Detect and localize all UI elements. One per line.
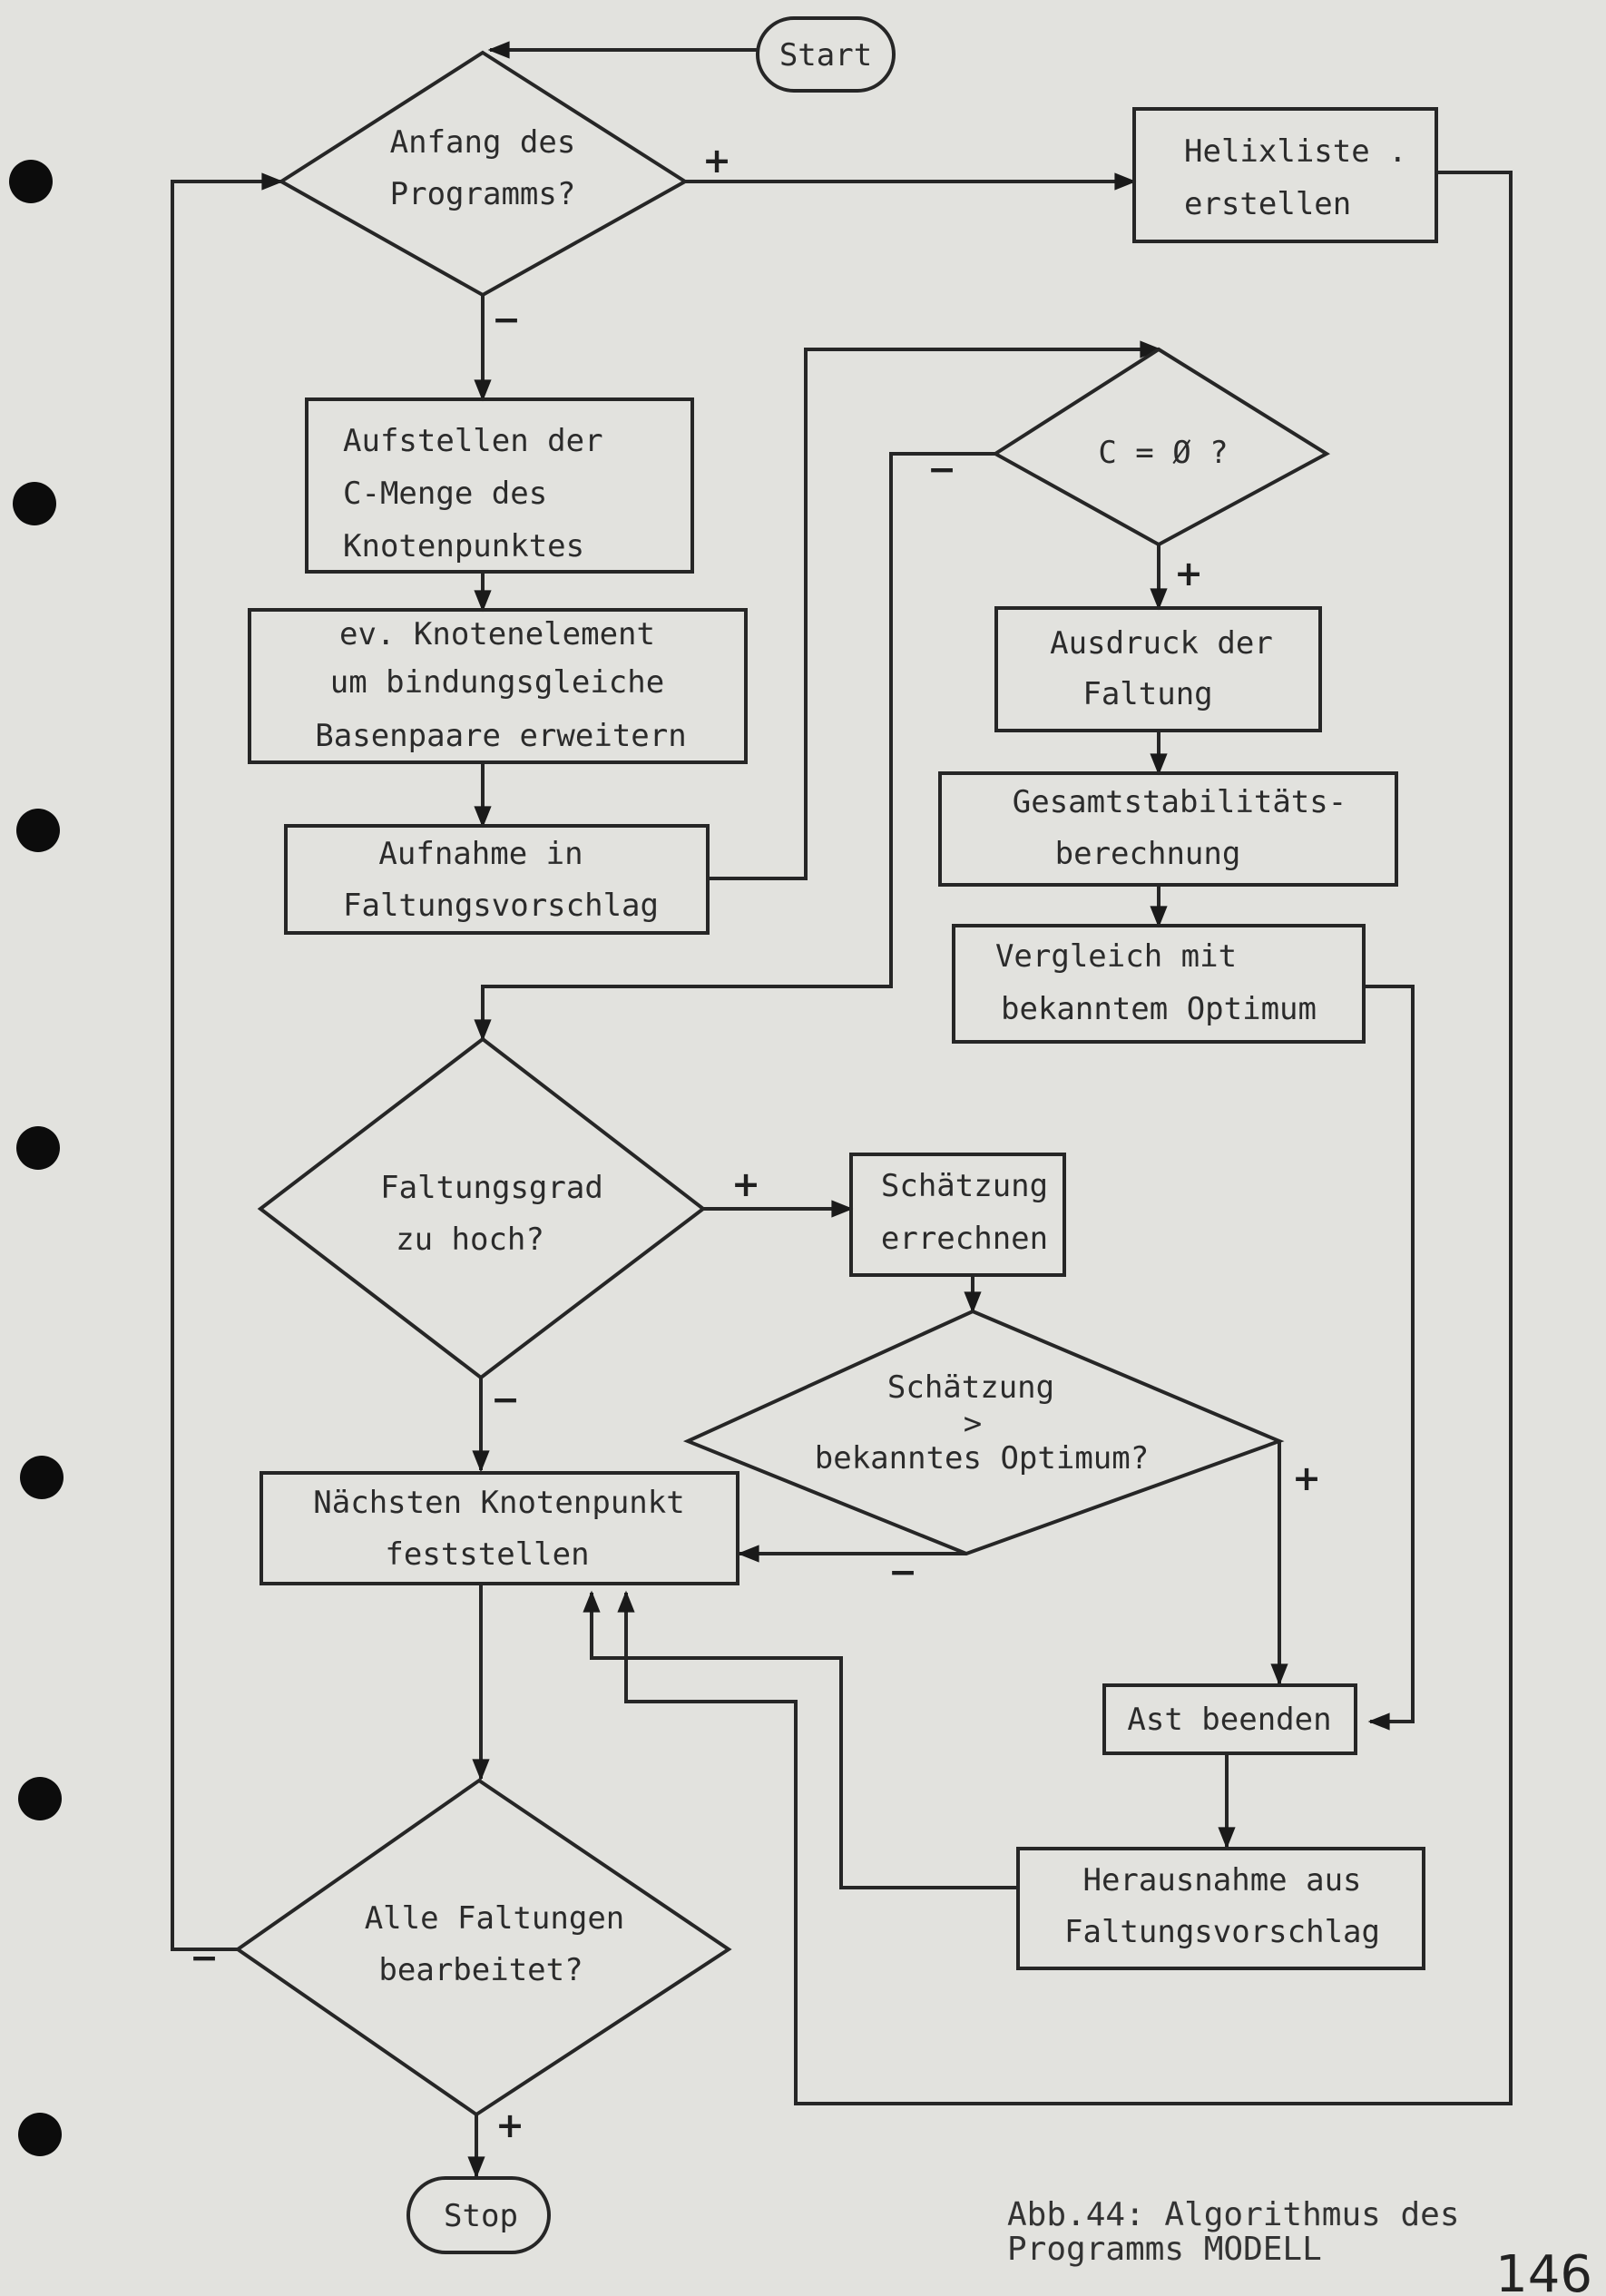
arrow-aufnahme-to-c-empty [708,340,1162,880]
knotenelement-label-line-1: ev. Knotenelement [339,616,655,652]
binder-hole [9,160,53,203]
figure-caption: Abb.44: Algorithmus des Programms MODELL [1007,2196,1460,2268]
aufstellen-label-line-3: Knotenpunktes [343,528,584,564]
process-herausnahme: Herausnahme aus Faltungsvorschlag [1016,1847,1425,1970]
process-naechsten-knotenpunkt: Nächsten Knotenpunkt feststellen [260,1471,739,1585]
arrow-herausnahme-to-naechsten [583,1590,1018,1889]
stop-label: Stop [444,2198,518,2234]
alle-label-line-1: Alle Faltungen [365,1900,625,1937]
herausnahme-label-line-2: Faltungsvorschlag [1064,1914,1380,1950]
sign-c-no: − [927,449,956,489]
sign-schaetzung-no: − [888,1552,917,1592]
vergleich-label-line-2: bekanntem Optimum [1001,991,1317,1027]
sign-schaetzung-yes: + [1292,1458,1321,1498]
branch-signs: + − + − + − + − + − [190,141,1321,2145]
process-ast-beenden: Ast beenden [1102,1683,1357,1755]
ausdruck-label-line-2: Faltung [1082,676,1212,712]
decision-c-empty: C = Ø ? [992,347,1330,547]
schaetzung-err-label-line-2: errechnen [881,1221,1048,1257]
process-aufnahme-faltungsvorschlag: Aufnahme in Faltungsvorschlag [284,824,710,935]
knotenelement-label-line-2: um bindungsgleiche [330,664,664,701]
decision-schaetzung-vs-optimum: Schätzung > bekanntes Optimum? [682,1309,1285,1556]
caption-line-2: Programms MODELL [1007,2231,1322,2268]
anfang-label-line-2: Programms? [390,176,576,212]
ast-label: Ast beenden [1127,1702,1331,1738]
binder-hole [13,482,56,525]
helix-label-line-2: erstellen [1184,186,1351,222]
sign-c-yes: + [1174,554,1203,594]
schaetzung-cmp-label-line-3: bekanntes Optimum? [815,1440,1149,1477]
helix-label-line-1: Helixliste . [1184,133,1407,170]
arrow-alle-to-anfang [171,172,284,1951]
binder-hole [18,1777,62,1820]
aufstellen-label-line-2: C-Menge des [343,476,547,512]
anfang-label-line-1: Anfang des [390,124,576,161]
start-label: Start [779,37,872,74]
schaetzung-err-label-line-1: Schätzung [881,1168,1048,1204]
page-number: 146 [1495,2245,1592,2296]
sign-faltungsgrad-no: − [491,1379,520,1419]
arrow-vergleich-to-ast [1364,985,1415,1731]
start-terminal: Start [756,16,896,93]
decision-faltungsgrad-zu-hoch: Faltungsgrad zu hoch? [257,1036,707,1380]
schaetzung-cmp-label-line-2: > [964,1406,982,1442]
alle-label-line-2: bearbeitet? [378,1952,583,1988]
caption-line-1: Abb.44: Algorithmus des [1007,2196,1460,2233]
arrow-helix-to-naechsten [617,171,1513,2105]
process-helixliste-erstellen: Helixliste . erstellen [1132,107,1438,243]
faltungsgrad-label-line-2: zu hoch? [396,1222,544,1258]
sign-anfang-no: − [492,299,521,339]
sign-alle-yes: + [495,2105,524,2145]
gesamt-label-line-1: Gesamtstabilitäts- [1013,784,1346,820]
sign-alle-no: − [190,1938,219,1977]
decision-alle-faltungen: Alle Faltungen bearbeitet? [234,1778,732,2117]
naechsten-label-line-2: feststellen [385,1536,589,1573]
decision-anfang-des-programms: Anfang des Programms? [278,50,689,298]
schaetzung-cmp-label-line-1: Schätzung [887,1369,1054,1406]
process-knotenelement-erweitern: ev. Knotenelement um bindungsgleiche Bas… [248,608,748,764]
naechsten-label-line-1: Nächsten Knotenpunkt [313,1485,684,1521]
gesamt-label-line-2: berechnung [1055,836,1241,872]
process-gesamtstabilitaet: Gesamtstabilitäts- berechnung [938,771,1398,887]
binder-hole [20,1456,64,1499]
process-schaetzung-errechnen: Schätzung errechnen [849,1153,1066,1277]
connectors [171,41,1513,2179]
binder-hole [18,2113,62,2156]
aufstellen-label-line-1: Aufstellen der [343,423,603,459]
aufnahme-label-line-1: Aufnahme in [378,836,583,872]
arrow-c-empty-to-faltungsgrad [474,452,995,1042]
process-aufstellen-c-menge: Aufstellen der C-Menge des Knotenpunktes [305,397,694,574]
sign-faltungsgrad-yes: + [731,1164,760,1204]
sign-anfang-yes: + [702,141,731,181]
knotenelement-label-line-3: Basenpaare erweitern [315,718,686,754]
c-empty-label: C = Ø ? [1098,435,1228,471]
faltungsgrad-label-line-1: Faltungsgrad [380,1170,603,1206]
herausnahme-label-line-1: Herausnahme aus [1082,1862,1361,1899]
binder-holes [9,160,64,2156]
binder-hole [16,1126,60,1170]
process-vergleich-optimum: Vergleich mit bekanntem Optimum [952,924,1366,1044]
process-ausdruck-der-faltung: Ausdruck der Faltung [994,606,1322,732]
aufnahme-label-line-2: Faltungsvorschlag [343,888,659,924]
vergleich-label-line-1: Vergleich mit [995,938,1237,975]
binder-hole [16,809,60,852]
stop-terminal: Stop [406,2176,551,2254]
ausdruck-label-line-1: Ausdruck der [1050,625,1273,662]
